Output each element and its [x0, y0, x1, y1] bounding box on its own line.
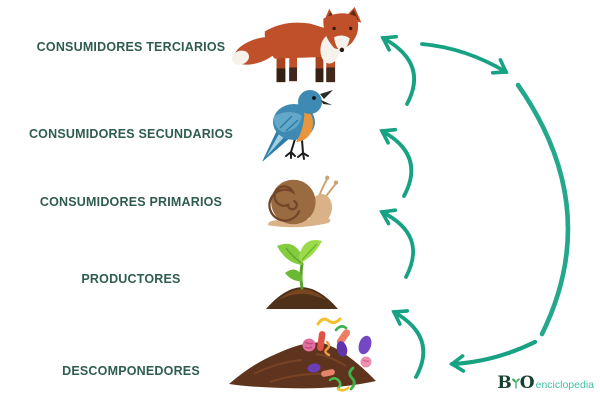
microbe-green-squiggle [334, 325, 348, 332]
cycle-arrow-bottom-segment [448, 339, 538, 373]
up-arrow-primarios-to-secundarios [379, 127, 414, 198]
microbe-salmon-rod-2 [321, 369, 335, 377]
microbe-pink-cell [302, 338, 316, 352]
leaf-small [285, 269, 303, 282]
up-arrow-secundarios-to-terciarios [380, 34, 416, 106]
bird-tail-stripe [266, 132, 285, 157]
leaf-icon [511, 378, 520, 389]
bird-icon [262, 90, 333, 162]
snail-shell-spiral [268, 185, 301, 222]
microbe-yellow-squiggle [316, 317, 342, 326]
decomposers-icon [229, 317, 376, 392]
snail-icon [268, 175, 339, 228]
microorganisms [302, 317, 372, 392]
soil-mound [266, 287, 338, 309]
fox-legs [276, 52, 336, 83]
microbe-purple-oval [336, 341, 348, 357]
up-arrow-productores-to-primarios [379, 208, 415, 279]
seedling-icon [266, 240, 338, 309]
microbe-purple-blob [307, 363, 321, 373]
bird-illustration [258, 86, 334, 168]
decomposers-illustration [226, 310, 388, 392]
logo-letter-o: O [519, 373, 535, 393]
level-label-descomponedores: DESCOMPONEDORES [62, 364, 200, 378]
microbe-purple-oval-2 [358, 335, 372, 355]
microbe-orange-zigzag [324, 340, 331, 357]
soil-highlight [278, 289, 326, 300]
bird-head [298, 90, 322, 114]
microbe-green-squiggle-3 [328, 377, 342, 390]
snail-antennae [318, 175, 339, 199]
logo-letter-b: B [497, 373, 512, 393]
bioenciclopedia-logo: B O enciclopedia [497, 375, 594, 392]
leaf-left-vein [285, 247, 302, 264]
fox-icon [231, 6, 362, 83]
fox-head [323, 6, 362, 53]
snail-illustration [260, 172, 348, 232]
microbe-pink-cell-2 [360, 356, 372, 368]
microbe-pink-cell-2-line [362, 359, 370, 362]
level-label-consumidores-terciarios: CONSUMIDORES TERCIARIOS [36, 40, 226, 54]
level-label-productores: PRODUCTORES [81, 272, 181, 286]
level-label-consumidores-primarios: CONSUMIDORES PRIMARIOS [39, 195, 223, 209]
leaf-right-vein [301, 243, 318, 261]
microbe-red-rod [317, 331, 326, 351]
bird-eye [312, 96, 316, 100]
cycle-arrow-top-segment [420, 42, 509, 75]
fox-body [264, 22, 333, 59]
bird-feet [285, 138, 309, 160]
cycle-arrow-right-curve [515, 82, 571, 337]
logo-suffix: enciclopedia [535, 379, 594, 391]
bird-chest [296, 106, 313, 142]
up-arrow-descomponedores-to-productores [391, 309, 426, 379]
bird-open-beak [320, 90, 333, 105]
fox-illustration [231, 6, 364, 86]
microbe-pink-cell-lines [304, 341, 314, 349]
level-label-consumidores-secundarios: CONSUMIDORES SECUNDARIOS [28, 127, 234, 141]
seedling-illustration [262, 236, 342, 312]
microbe-green-squiggle-2 [348, 366, 356, 391]
microbe-yellow-squiggle-2 [336, 386, 350, 392]
bird-wing-feathers [279, 115, 299, 132]
